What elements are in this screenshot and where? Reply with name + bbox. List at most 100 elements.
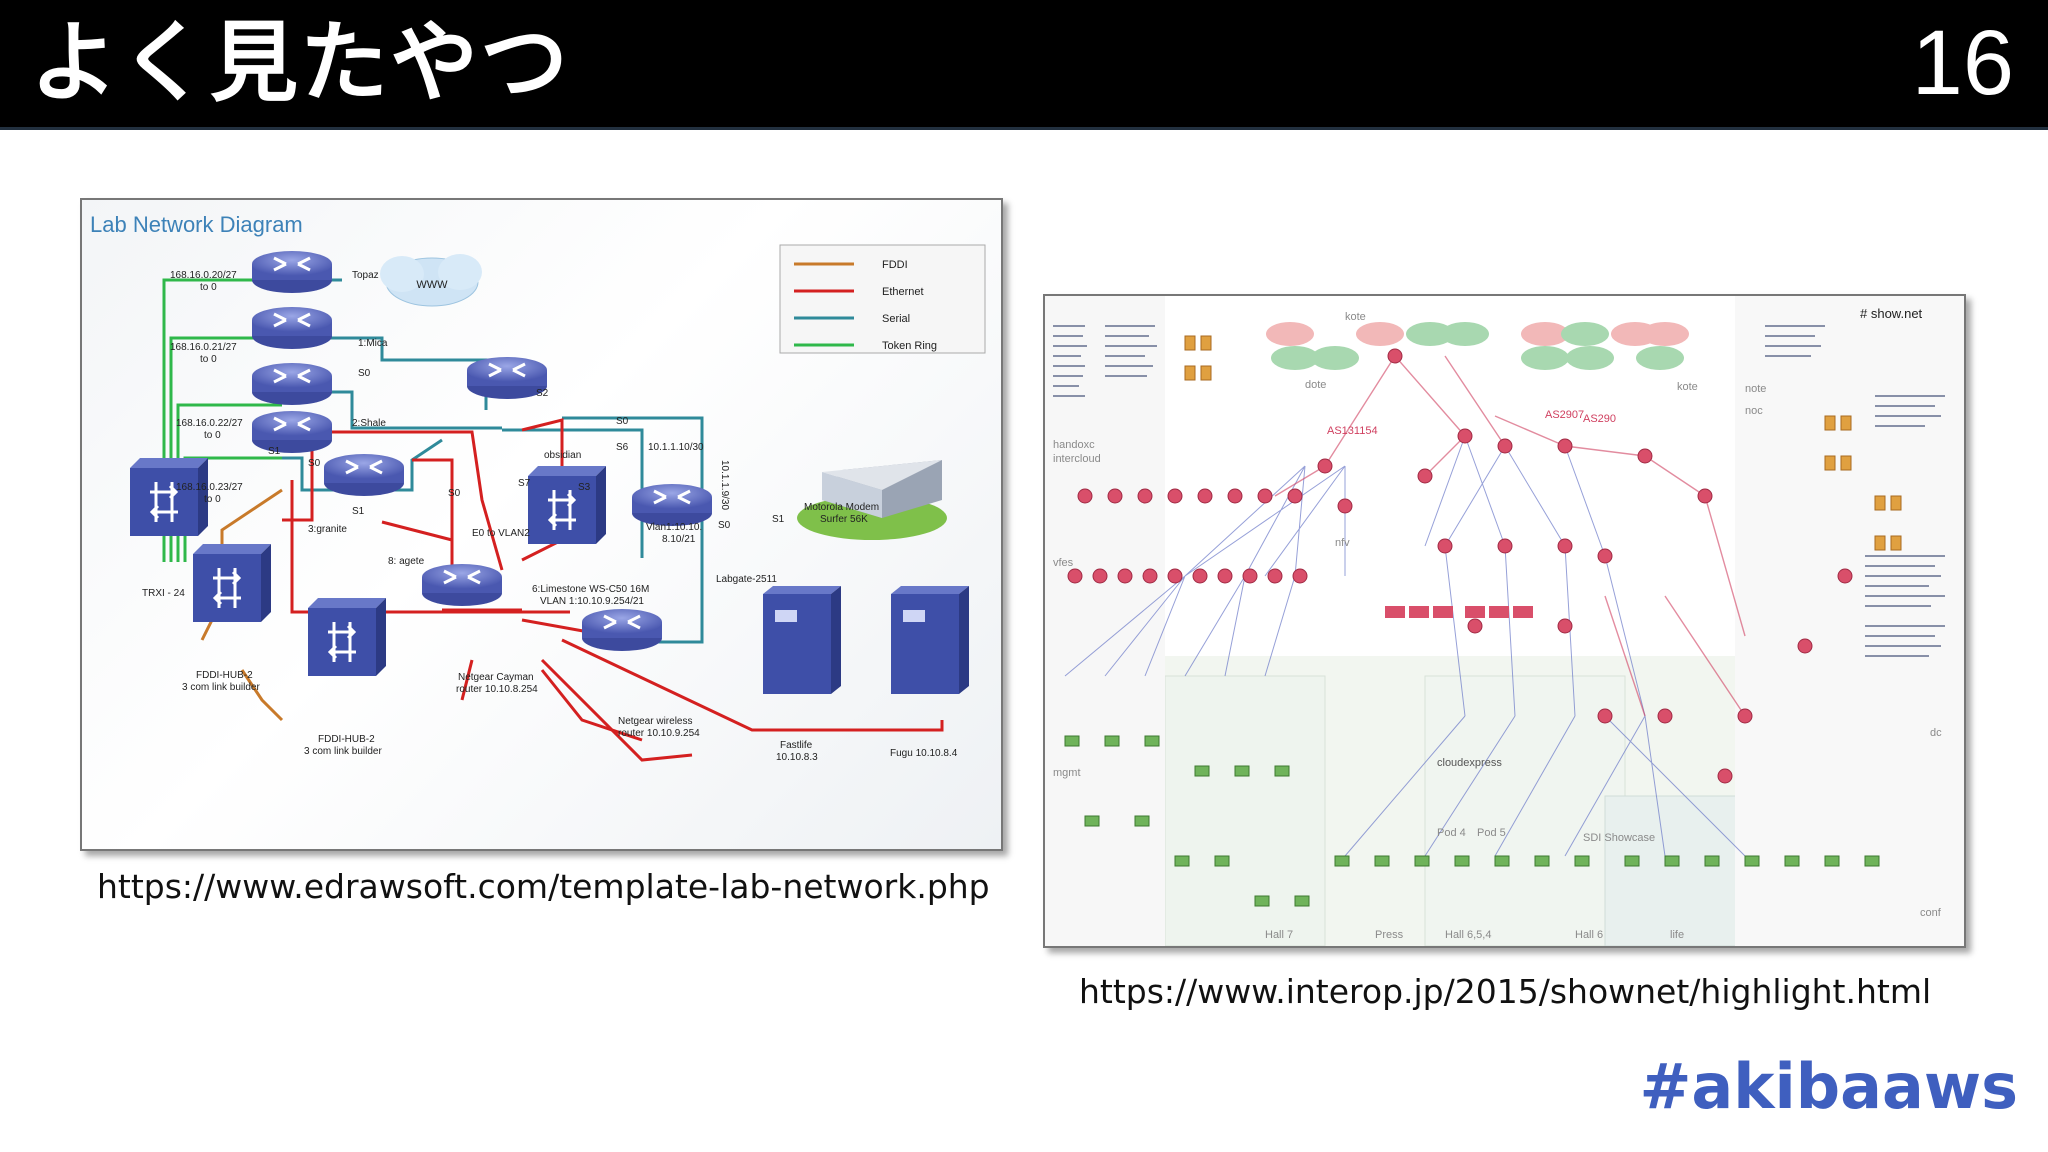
- label-fddihub2b: 3 com link builder: [304, 746, 382, 757]
- label-fugu: Fugu 10.10.8.4: [890, 748, 958, 759]
- svg-text:WWW: WWW: [416, 279, 448, 291]
- service-appliances-icon: [1184, 335, 1902, 551]
- label-s7: S7: [518, 478, 531, 489]
- label-net3-to: to 0: [204, 430, 221, 441]
- label-vlan1b: 8.10/21: [662, 534, 696, 545]
- device-list-columns: [1053, 325, 1945, 657]
- zone-press: Press: [1375, 929, 1404, 941]
- label-fddihub1b: 3 com link builder: [182, 682, 260, 693]
- zone-kote-2: kote: [1677, 381, 1698, 393]
- zone-as2907: AS2907: [1545, 409, 1584, 421]
- label-obsidian: obsidian: [544, 450, 581, 461]
- label-net4: 168.16.0.23/27: [176, 482, 243, 493]
- zone-pod4: Pod 4: [1437, 827, 1466, 839]
- switch-trx-icon: [128, 456, 210, 538]
- zone-handoxc: handoxc: [1053, 439, 1095, 451]
- server-fastlife-icon: [763, 586, 841, 694]
- zone-note: note: [1745, 383, 1766, 395]
- zone-conf: conf: [1920, 907, 1942, 919]
- shownet-brand: # show.net: [1860, 306, 1923, 321]
- label-net3: 168.16.0.22/27: [176, 418, 243, 429]
- label-shale: 2:Shale: [352, 418, 386, 429]
- ethernet-links: [282, 418, 944, 762]
- page-number: 16: [1911, 12, 2014, 114]
- label-s0-b: S0: [308, 458, 321, 469]
- label-topaz: Topaz: [352, 270, 379, 281]
- fddi-hub-1-icon: [191, 542, 273, 624]
- label-mica: 1:Mica: [358, 338, 388, 349]
- label-e0-vlan: E0 to VLAN2: [472, 528, 530, 539]
- backbone-routers-icon: [1067, 348, 1853, 784]
- switch-limestone-icon: [526, 464, 608, 546]
- label-ip2: 10.1.1.9/30: [719, 460, 730, 510]
- label-cayman2: router 10.10.8.254: [456, 684, 538, 695]
- router-cayman-icon: [420, 562, 504, 608]
- label-granite: 3:granite: [308, 524, 347, 535]
- mesh-links: [1064, 435, 1746, 857]
- router-wireless-icon: [580, 607, 664, 653]
- label-motorola2: Surfer 56K: [820, 514, 868, 525]
- zone-hall7: Hall 7: [1265, 929, 1293, 941]
- label-s0-d: S0: [448, 488, 461, 499]
- left-image-source-url: https://www.edrawsoft.com/template-lab-n…: [97, 867, 990, 906]
- label-trx: TRXI - 24: [142, 588, 185, 599]
- zone-dote: dote: [1305, 379, 1326, 391]
- label-s0-e: S0: [718, 520, 731, 531]
- label-fastlife2: 10.10.8.3: [776, 752, 818, 763]
- zone-hall6: Hall 6: [1575, 929, 1603, 941]
- edge-switches-icon: [1064, 735, 1880, 907]
- label-s6: S6: [616, 442, 629, 453]
- zone-hall654: Hall 6,5,4: [1445, 929, 1491, 941]
- zone-vfes: vfes: [1053, 557, 1074, 569]
- zone-mgmt: mgmt: [1053, 767, 1081, 779]
- right-image-source-url: https://www.interop.jp/2015/shownet/high…: [1079, 972, 1932, 1011]
- label-net1-to: to 0: [200, 282, 217, 293]
- label-fddihub1a: FDDI-HUB-2: [196, 670, 253, 681]
- label-motorola1: Motorola Modem: [804, 502, 879, 513]
- router-labgate-icon: [630, 482, 714, 528]
- fddi-hub-2-icon: [306, 596, 388, 678]
- motorola-modem-building-icon: [797, 460, 947, 540]
- router-shale-icon: [250, 361, 334, 407]
- label-wireless1: Netgear wireless: [618, 716, 692, 727]
- diagram-title: Lab Network Diagram: [90, 212, 303, 237]
- slide-title: よく見たやつ: [30, 11, 571, 114]
- label-agete: 8: agete: [388, 556, 425, 567]
- label-wireless2: router 10.10.9.254: [618, 728, 700, 739]
- zone-kote-1: kote: [1345, 311, 1366, 323]
- label-s2: S2: [536, 388, 549, 399]
- zone-nfv: nfv: [1335, 537, 1350, 549]
- label-limestone2: VLAN 1:10.10.9.254/21: [540, 596, 644, 607]
- zone-as131154: AS131154: [1327, 425, 1378, 437]
- www-cloud-icon: WWW: [380, 254, 482, 307]
- lab-network-diagram-image: Lab Network Diagram WWW: [80, 198, 1003, 851]
- router-granite-icon: [250, 409, 334, 455]
- label-s1-a: S1: [268, 446, 281, 457]
- label-s3: S3: [578, 482, 591, 493]
- label-s1-b: S1: [352, 506, 365, 517]
- zone-noc: noc: [1745, 405, 1763, 417]
- legend-serial: Serial: [882, 313, 910, 325]
- router-topaz-icon: [250, 249, 334, 295]
- label-limestone1: 6:Limestone WS-C50 16M: [532, 584, 649, 595]
- core-switch-array-icon: [1385, 606, 1533, 618]
- label-cayman1: Netgear Cayman: [458, 672, 534, 683]
- zone-sdi: SDI Showcase: [1583, 832, 1655, 844]
- label-vlan1a: Vlan1:10.10.: [646, 522, 702, 533]
- label-net2: 168.16.0.21/27: [170, 342, 237, 353]
- zone-pod5: Pod 5: [1477, 827, 1506, 839]
- label-s0-c: S0: [616, 416, 629, 427]
- zone-life: life: [1670, 929, 1684, 941]
- legend-token-ring: Token Ring: [882, 340, 937, 352]
- zone-dc: dc: [1930, 727, 1942, 739]
- zone-as290: AS290: [1583, 413, 1616, 425]
- label-fastlife1: Fastlife: [780, 740, 813, 751]
- label-net2-to: to 0: [200, 354, 217, 365]
- label-net1: 168.16.0.20/27: [170, 270, 237, 281]
- hashtag-akibaaws: #akibaaws: [1639, 1050, 2018, 1123]
- label-fddihub2a: FDDI-HUB-2: [318, 734, 375, 745]
- zone-intercloud: intercloud: [1053, 453, 1101, 465]
- legend-ethernet: Ethernet: [882, 286, 924, 298]
- label-s1-c: S1: [772, 514, 785, 525]
- upstream-clouds-icon: [1266, 322, 1689, 370]
